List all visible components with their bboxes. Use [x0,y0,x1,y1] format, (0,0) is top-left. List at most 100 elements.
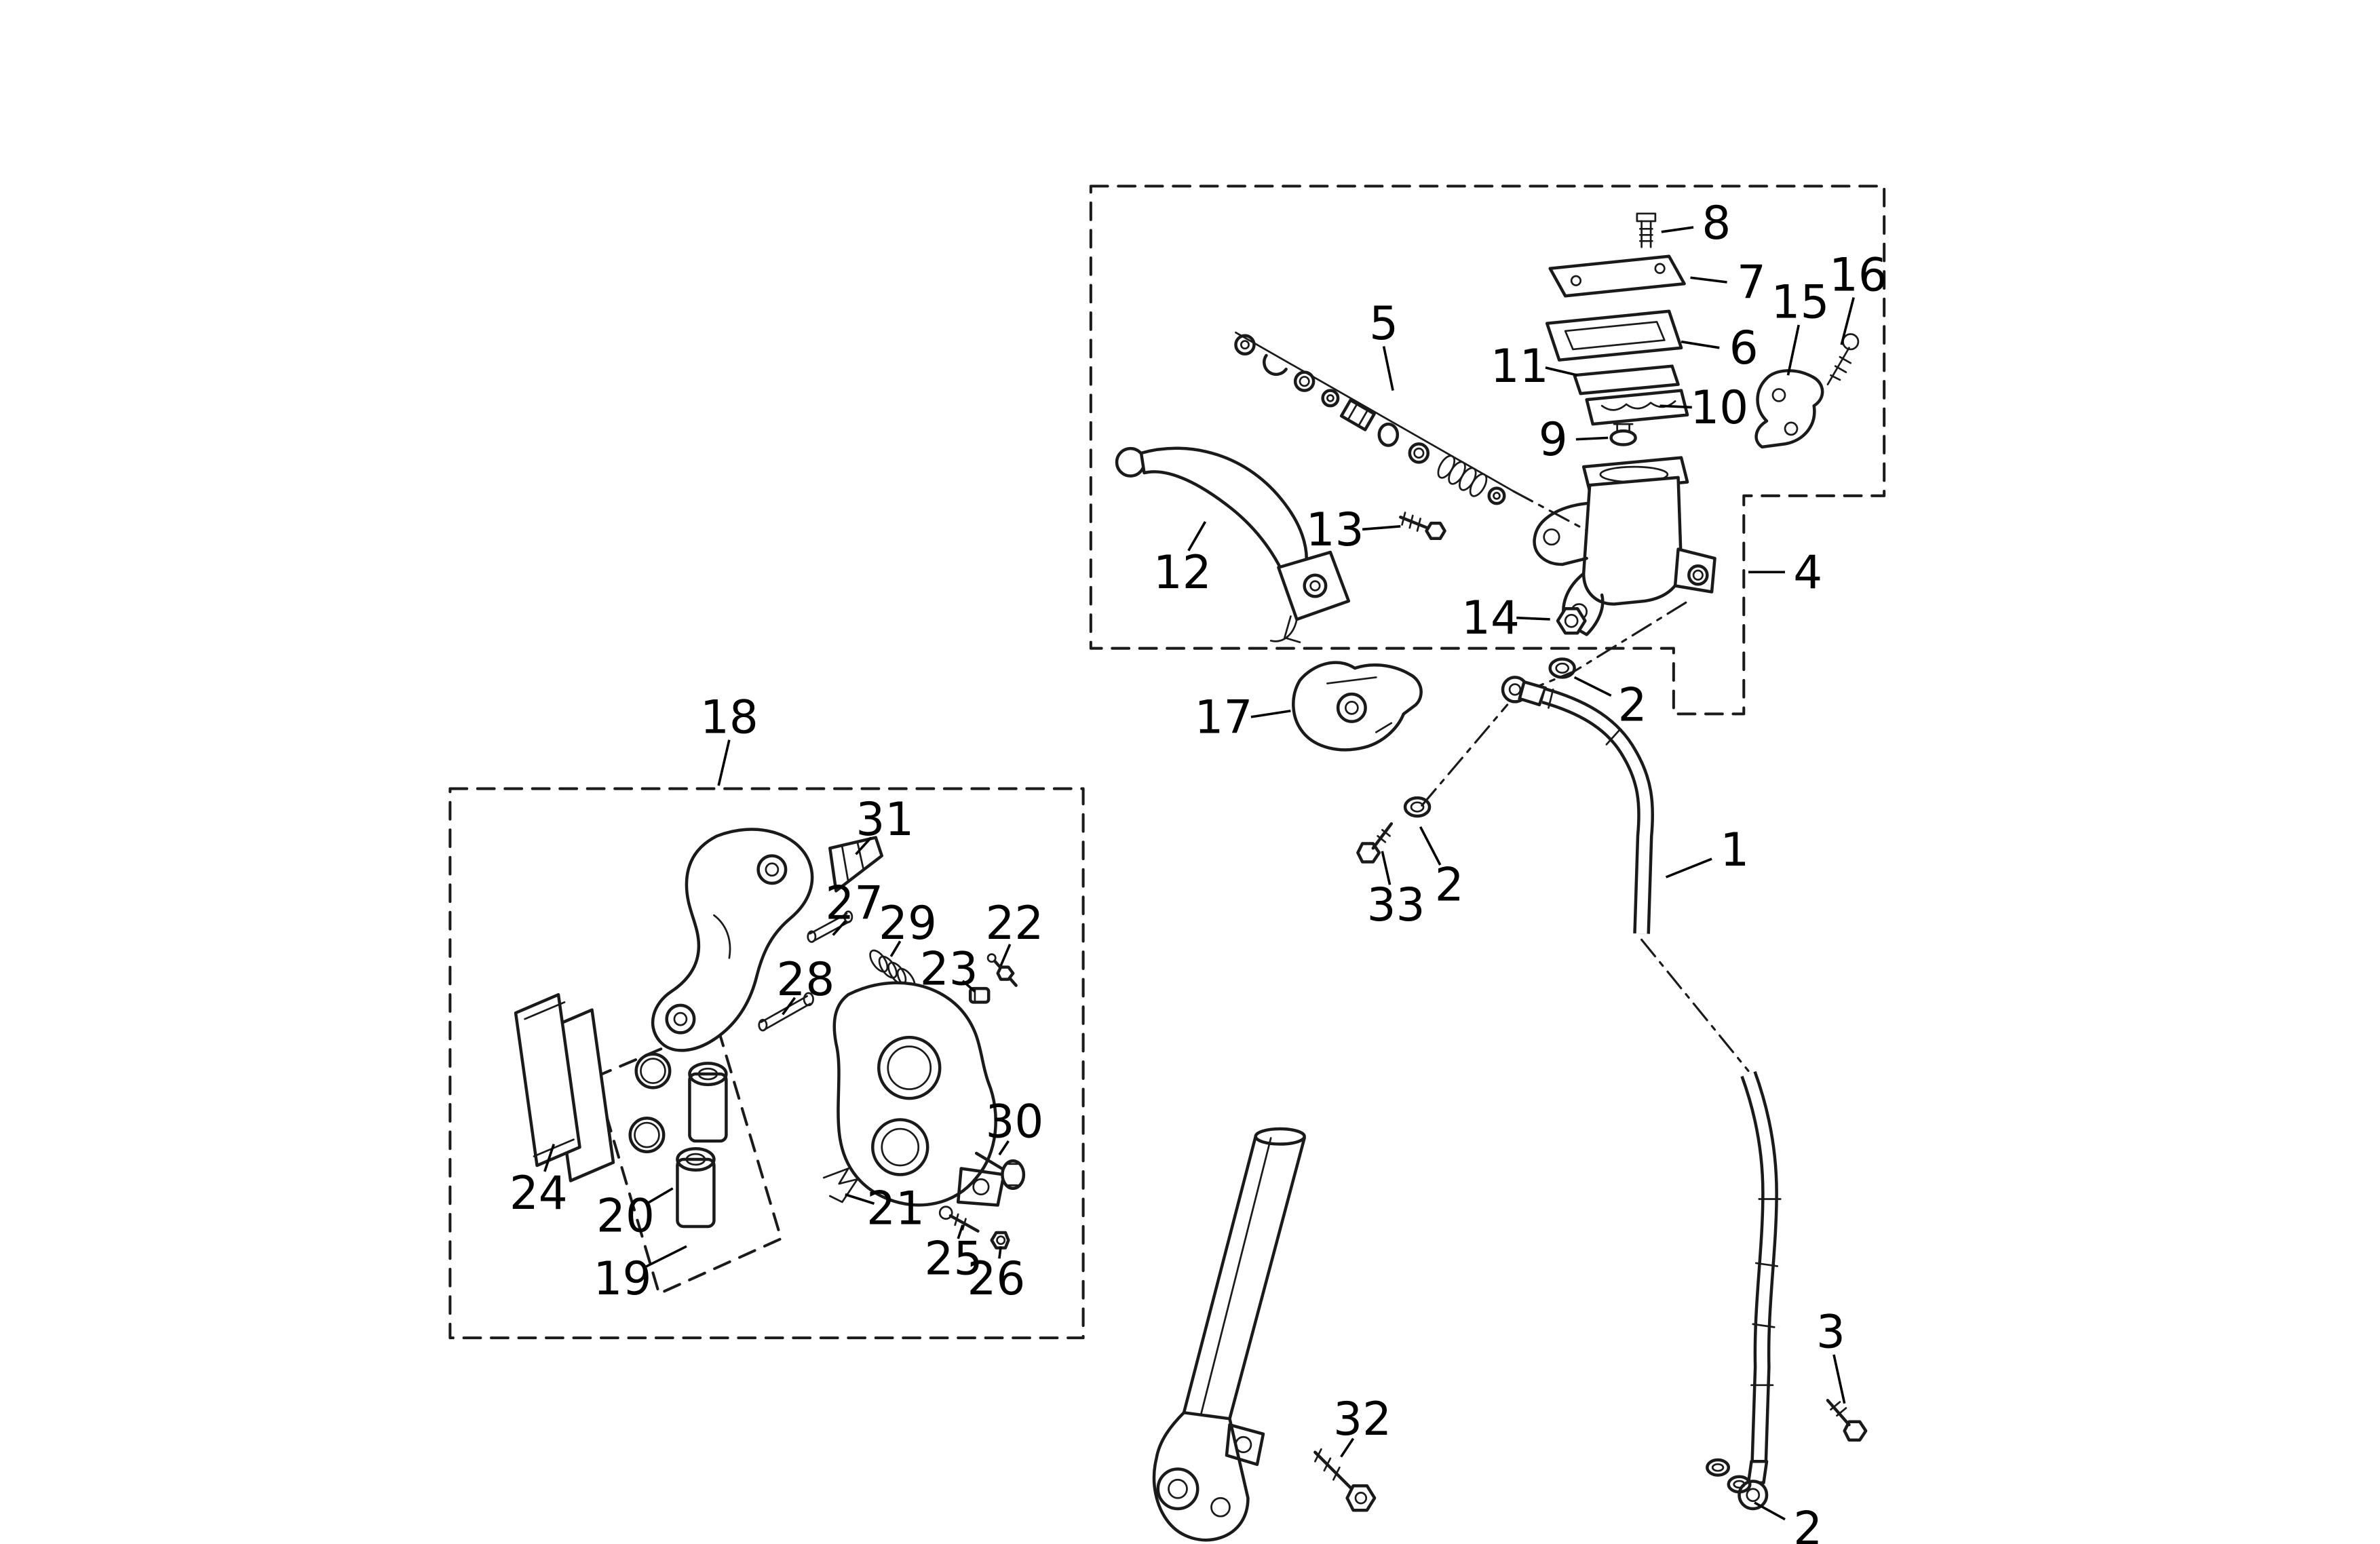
part-label-30: 30 [985,1094,1043,1148]
leader-line-8 [1661,226,1694,233]
part-label-19: 19 [594,1252,652,1305]
leader-line-12 [1187,521,1207,552]
part-label-20: 20 [596,1189,655,1243]
pad-pin-lower-drawing [758,992,814,1032]
leader-line-21 [845,1193,875,1205]
leader-line-27 [832,921,847,936]
hose-guide-screw-drawing [1826,1399,1868,1442]
leader-line-20 [646,1187,674,1205]
part-label-17: 17 [1195,690,1253,744]
part-label-16: 16 [1829,248,1887,301]
piston-kit-axis [1235,331,1515,493]
part-label-2: 2 [1618,678,1647,731]
leader-line-1 [1665,857,1712,879]
lever-bolt-drawing [1399,512,1446,541]
part-label-28: 28 [776,952,834,1006]
caliper-bolt-drawing [974,1151,1026,1190]
part-label-1: 1 [1720,823,1749,876]
grommet-drawing [1609,423,1637,446]
leader-line-19 [643,1245,687,1269]
leader-line-15 [1786,324,1800,376]
bleed-screw-drawing [986,953,1018,987]
clip-nut-drawing [990,1231,1010,1250]
caliper-boundary-box [448,787,1085,1340]
leader-line-16 [1840,297,1855,345]
part-label-7: 7 [1737,256,1766,309]
reservoir-screw-drawing [1636,212,1657,248]
gasket-drawing [1573,364,1680,395]
brake-lever-drawing [1115,446,1351,644]
piston-kit-drawing [1234,334,1506,505]
leader-line-7 [1690,276,1727,284]
leader-line-33 [1381,851,1391,885]
leader-line-26 [998,1246,1002,1259]
leader-line-22 [999,944,1012,967]
diaphragm-drawing [1585,389,1689,426]
part-label-2: 2 [1435,858,1464,912]
part-label-32: 32 [1333,1392,1391,1446]
fork-leg-drawing [1152,1127,1377,1542]
axle-bolt-drawing [1313,1448,1377,1512]
part-label-25: 25 [925,1232,983,1286]
part-label-9: 9 [1539,412,1568,466]
leader-line-10 [1659,404,1692,409]
leader-line-24 [543,1143,555,1172]
leader-line-14 [1516,616,1550,621]
leader-line-2 [1419,826,1442,866]
leader-line-30 [998,1140,1010,1156]
clamp-bracket-drawing [1754,369,1824,449]
part-label-24: 24 [510,1166,568,1220]
part-label-10: 10 [1690,381,1748,434]
leader-line-23 [961,980,976,993]
part-label-29: 29 [879,896,937,950]
part-label-13: 13 [1306,503,1364,556]
pivot-nut-drawing [1556,606,1587,635]
reservoir-cap-drawing [1548,254,1686,298]
leader-line-13 [1362,525,1401,531]
part-label-4: 4 [1793,545,1822,599]
part-label-22: 22 [985,896,1043,950]
banjo-bolt-drawing [1356,822,1394,864]
leader-line-18 [717,739,731,786]
banjo-bolt-axis [1421,703,1509,807]
leader-line-31 [855,836,872,855]
part-label-11: 11 [1491,339,1549,393]
part-label-23: 23 [920,942,978,995]
pad-spring-drawing [828,836,884,893]
part-label-5: 5 [1369,296,1398,350]
master-cylinder-boundary-box [1089,185,1886,716]
part-label-26: 26 [967,1252,1025,1305]
caliper-assembly [514,828,1026,1250]
caliper-body-drawing [832,981,1005,1207]
leader-line-11 [1545,366,1578,377]
part-label-6: 6 [1729,321,1759,374]
part-label-2: 2 [1793,1502,1822,1544]
brake-hose-assembly [1501,676,1868,1511]
piston-seal-kit-drawing [628,1052,728,1229]
leader-line-17 [1250,710,1291,718]
cap-plate-drawing [1545,309,1683,362]
leader-line-3 [1832,1354,1846,1404]
part-label-12: 12 [1153,545,1212,599]
lever-holder-drawing [1292,661,1423,752]
master-cylinder-assembly [1115,212,1860,864]
part-label-15: 15 [1771,275,1830,329]
leader-line-25 [957,1224,964,1239]
hose-hidden-run [1640,938,1750,1073]
part-label-21: 21 [866,1181,925,1235]
leader-line-28 [782,997,796,1016]
leader-line-32 [1340,1437,1355,1458]
part-label-27: 27 [825,876,883,930]
part-label-33: 33 [1367,878,1425,931]
leader-line-6 [1681,340,1720,349]
boundary-boxes [448,185,1886,1340]
lower-washers-drawing [1706,1458,1752,1494]
banjo-washer-drawing [1403,796,1432,818]
part-label-8: 8 [1702,196,1731,250]
leader-line-29 [889,940,902,957]
brake-pads-drawing [514,992,615,1182]
leader-line-2 [1573,676,1612,697]
